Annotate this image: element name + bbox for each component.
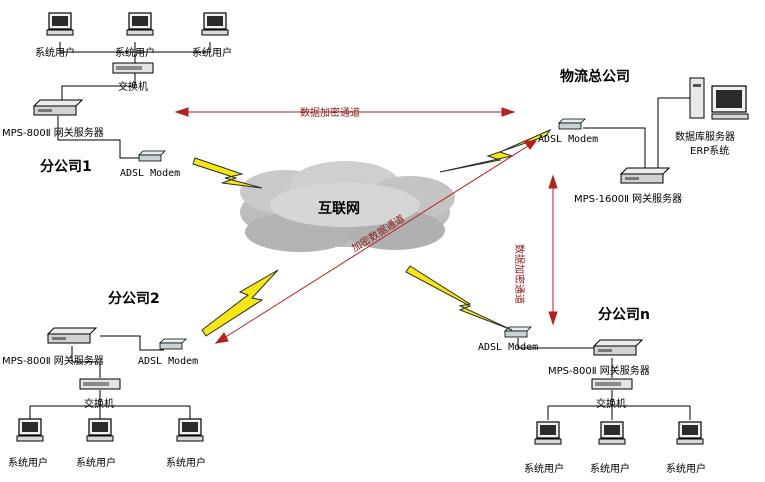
system-user-label: 系统用户 xyxy=(35,48,75,59)
pc-icon xyxy=(598,421,626,445)
gateway-label: MPS-800Ⅱ 网关服务器 xyxy=(2,356,104,367)
switch-icon xyxy=(591,378,633,390)
system-user-label: 系统用户 xyxy=(192,48,232,59)
branch-2-title: 分公司2 xyxy=(108,291,160,307)
switch-label: 交换机 xyxy=(118,82,148,93)
lightning-icon xyxy=(192,128,552,337)
gateway-label: MPS-800Ⅱ 网关服务器 xyxy=(548,366,650,377)
internet-label: 互联网 xyxy=(318,201,360,217)
encrypted-tunnels xyxy=(174,107,558,344)
modem-icon xyxy=(138,150,166,162)
erp-label: ERP系统 xyxy=(690,146,730,157)
tunnel-label-top: 数据加密通道 xyxy=(300,108,360,119)
branch-n-title: 分公司n xyxy=(598,307,650,323)
pc-icon xyxy=(676,421,704,445)
branch-1-title: 分公司1 xyxy=(40,159,92,175)
modem-icon xyxy=(558,118,586,130)
db-server-label: 数据库服务器 xyxy=(675,132,735,143)
pc-icon xyxy=(201,12,229,36)
modem-icon xyxy=(159,338,187,350)
pc-icon xyxy=(176,418,204,442)
system-user-label: 系统用户 xyxy=(76,458,116,469)
gateway-icon xyxy=(33,99,83,116)
system-user-label: 系统用户 xyxy=(524,464,564,475)
gateway-label: MPS-800Ⅱ 网关服务器 xyxy=(2,128,104,139)
pc-icon xyxy=(86,418,114,442)
pc-icon xyxy=(16,418,44,442)
system-user-label: 系统用户 xyxy=(115,48,155,59)
switch-label: 交换机 xyxy=(84,399,114,410)
gateway-icon xyxy=(593,339,643,356)
switch-icon xyxy=(79,378,121,390)
system-user-label: 系统用户 xyxy=(590,464,630,475)
switch-icon xyxy=(112,62,154,74)
switch-label: 交换机 xyxy=(596,399,626,410)
gateway-icon xyxy=(620,167,670,184)
modem-label: ADSL Modem xyxy=(120,168,181,179)
internet-cloud xyxy=(240,161,455,252)
system-user-label: 系统用户 xyxy=(666,464,706,475)
pc-icon xyxy=(126,12,154,36)
system-user-label: 系统用户 xyxy=(166,458,206,469)
gateway-icon xyxy=(47,327,97,344)
modem-label: ADSL Modem xyxy=(538,134,599,145)
hq-title: 物流总公司 xyxy=(560,69,630,85)
pc-icon xyxy=(534,421,562,445)
modem-label: ADSL Modem xyxy=(478,342,539,353)
database-server-icon xyxy=(689,77,749,120)
modem-label: ADSL Modem xyxy=(138,356,199,367)
pc-icon xyxy=(46,12,74,36)
tunnel-label-right: 数据加密通道 xyxy=(513,244,524,304)
system-user-label: 系统用户 xyxy=(8,458,48,469)
gateway-label: MPS-1600Ⅱ 网关服务器 xyxy=(574,194,683,205)
